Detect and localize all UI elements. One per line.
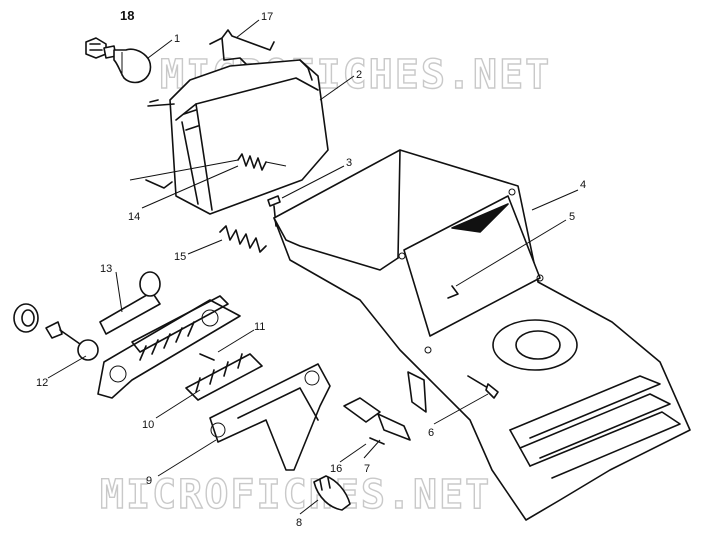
part-lower-bracket: [209, 363, 331, 471]
callout-15: 15: [174, 251, 186, 263]
part-key-switch: [13, 303, 99, 361]
part-switch-block: [185, 353, 263, 401]
callout-1: 1: [174, 33, 180, 45]
part-switch-panel: [97, 295, 241, 399]
part-console-housing: [273, 149, 691, 521]
part-wire-connector: [343, 397, 411, 445]
callout-16: 16: [330, 463, 342, 475]
callout-3: 3: [346, 157, 352, 169]
callout-12: 12: [36, 377, 48, 389]
callout-8: 8: [296, 517, 302, 529]
callout-9: 9: [146, 475, 152, 487]
part-adjust-spring-upper: [129, 153, 287, 181]
callout-4: 4: [580, 179, 586, 191]
callout-10: 10: [142, 419, 154, 431]
callout-14: 14: [128, 211, 140, 223]
callout-11: 11: [254, 321, 265, 333]
part-lens-strip: [99, 271, 161, 335]
callout-18: 18: [120, 8, 134, 23]
watermark-bottom: MICROFICHES.NET: [100, 472, 491, 518]
callout-labels: 18 1 17 2 3 4 5 14 15 13 12 11 10 9 6 16…: [36, 8, 586, 529]
leader-lines: [47, 19, 579, 515]
callout-17: 17: [261, 11, 273, 23]
part-bulb-socket: [85, 37, 117, 59]
callout-7: 7: [364, 463, 370, 475]
callout-6: 6: [428, 427, 434, 439]
part-window-screw: [447, 285, 459, 299]
callout-2: 2: [356, 69, 362, 81]
callout-13: 13: [100, 263, 112, 275]
part-adjust-spring-lower: [219, 225, 267, 253]
part-headlight-housing: [145, 59, 329, 215]
part-long-screw: [467, 375, 499, 399]
part-small-bulb: [313, 475, 351, 511]
callout-5: 5: [569, 211, 575, 223]
part-headlight-bulb: [113, 48, 152, 84]
part-wire-clip: [209, 29, 275, 65]
